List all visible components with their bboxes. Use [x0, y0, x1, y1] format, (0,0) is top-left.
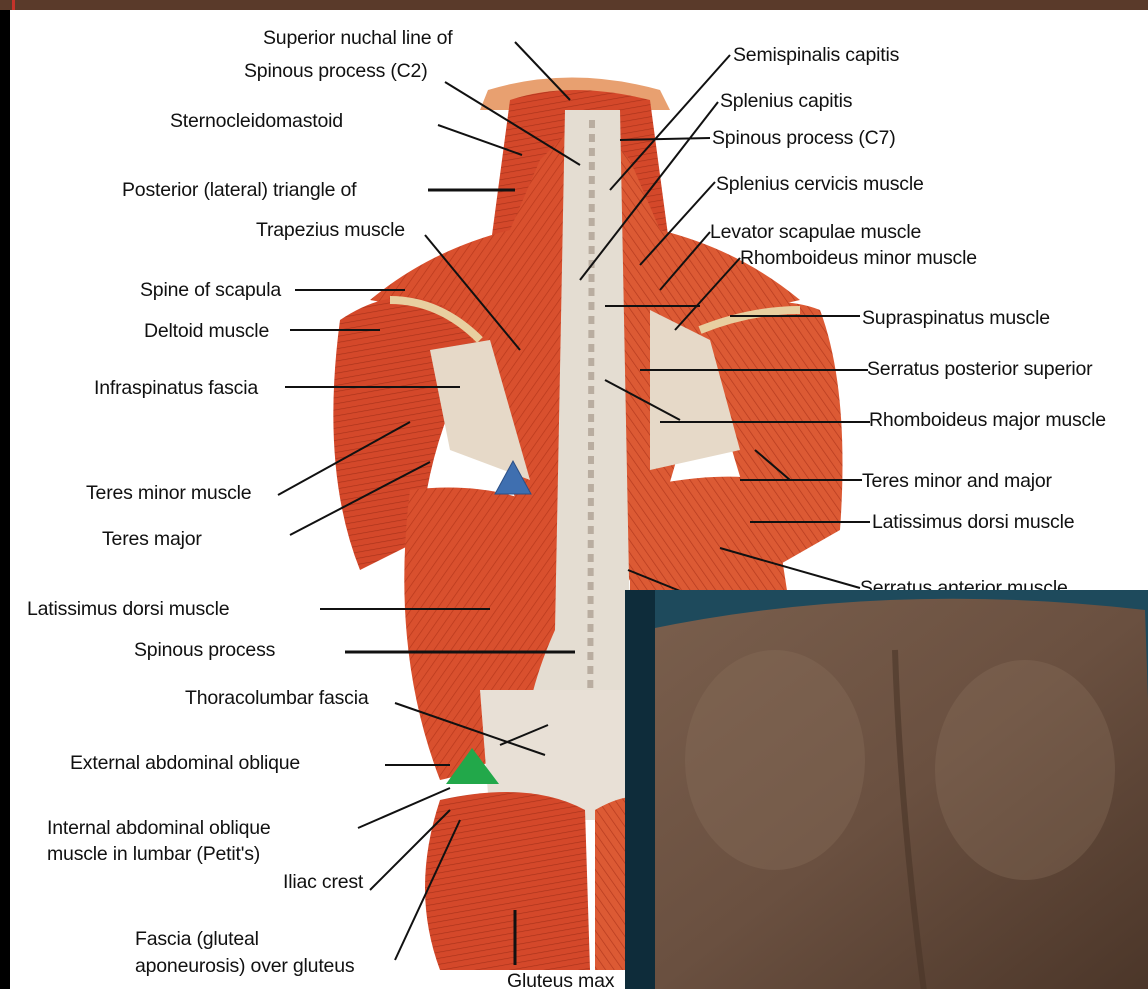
back-photo-drawing: [625, 590, 1148, 989]
label-internal-oblique-line2: muscle in lumbar (Petit's): [47, 842, 260, 866]
slide-panel: Superior nuchal line of Spinous process …: [10, 10, 1148, 989]
label-spinous-process: Spinous process: [134, 638, 275, 662]
label-semispinalis-capitis: Semispinalis capitis: [733, 43, 899, 67]
label-spine-of-scapula: Spine of scapula: [140, 278, 281, 302]
label-teres-minor: Teres minor muscle: [86, 481, 251, 505]
top-border: [0, 0, 1148, 10]
left-border: [0, 10, 10, 989]
label-teres-minor-and-major: Teres minor and major: [862, 469, 1052, 493]
label-trapezius: Trapezius muscle: [256, 218, 405, 242]
label-external-abdominal-oblique: External abdominal oblique: [70, 751, 300, 775]
label-serratus-posterior-superior: Serratus posterior superior: [867, 357, 1092, 381]
back-photo-inset: [625, 590, 1148, 989]
label-superior-nuchal-line: Superior nuchal line of: [263, 26, 452, 50]
label-spinous-process-c2: Spinous process (C2): [244, 59, 428, 83]
label-internal-oblique-line1: Internal abdominal oblique: [47, 816, 271, 840]
label-serratus-anterior: Serratus anterior muscle: [860, 576, 1068, 590]
label-fascia-gluteal-line2: aponeurosis) over gluteus: [135, 954, 354, 978]
left-gluteus: [425, 792, 590, 970]
label-deltoid: Deltoid muscle: [144, 319, 269, 343]
label-spinous-process-c7: Spinous process (C7): [712, 126, 896, 150]
label-supraspinatus: Supraspinatus muscle: [862, 306, 1050, 330]
label-levator-scapulae: Levator scapulae muscle: [710, 220, 921, 244]
label-splenius-cervicis: Splenius cervicis muscle: [716, 172, 924, 196]
label-teres-major: Teres major: [102, 527, 202, 551]
label-fascia-gluteal-line1: Fascia (gluteal: [135, 927, 259, 951]
label-thoracolumbar-fascia: Thoracolumbar fascia: [185, 686, 369, 710]
label-rhomboideus-major: Rhomboideus major muscle: [869, 408, 1106, 432]
label-posterior-triangle: Posterior (lateral) triangle of: [122, 178, 356, 202]
label-latissimus-dorsi-right: Latissimus dorsi muscle: [872, 510, 1074, 534]
label-iliac-crest: Iliac crest: [283, 870, 363, 894]
label-gluteus-max: Gluteus max: [507, 969, 614, 989]
label-sternocleidomastoid: Sternocleidomastoid: [170, 109, 343, 133]
label-splenius-capitis: Splenius capitis: [720, 89, 852, 113]
label-infraspinatus-fascia: Infraspinatus fascia: [94, 376, 258, 400]
label-rhomboideus-minor: Rhomboideus minor muscle: [740, 246, 977, 270]
label-latissimus-dorsi-left: Latissimus dorsi muscle: [27, 597, 229, 621]
